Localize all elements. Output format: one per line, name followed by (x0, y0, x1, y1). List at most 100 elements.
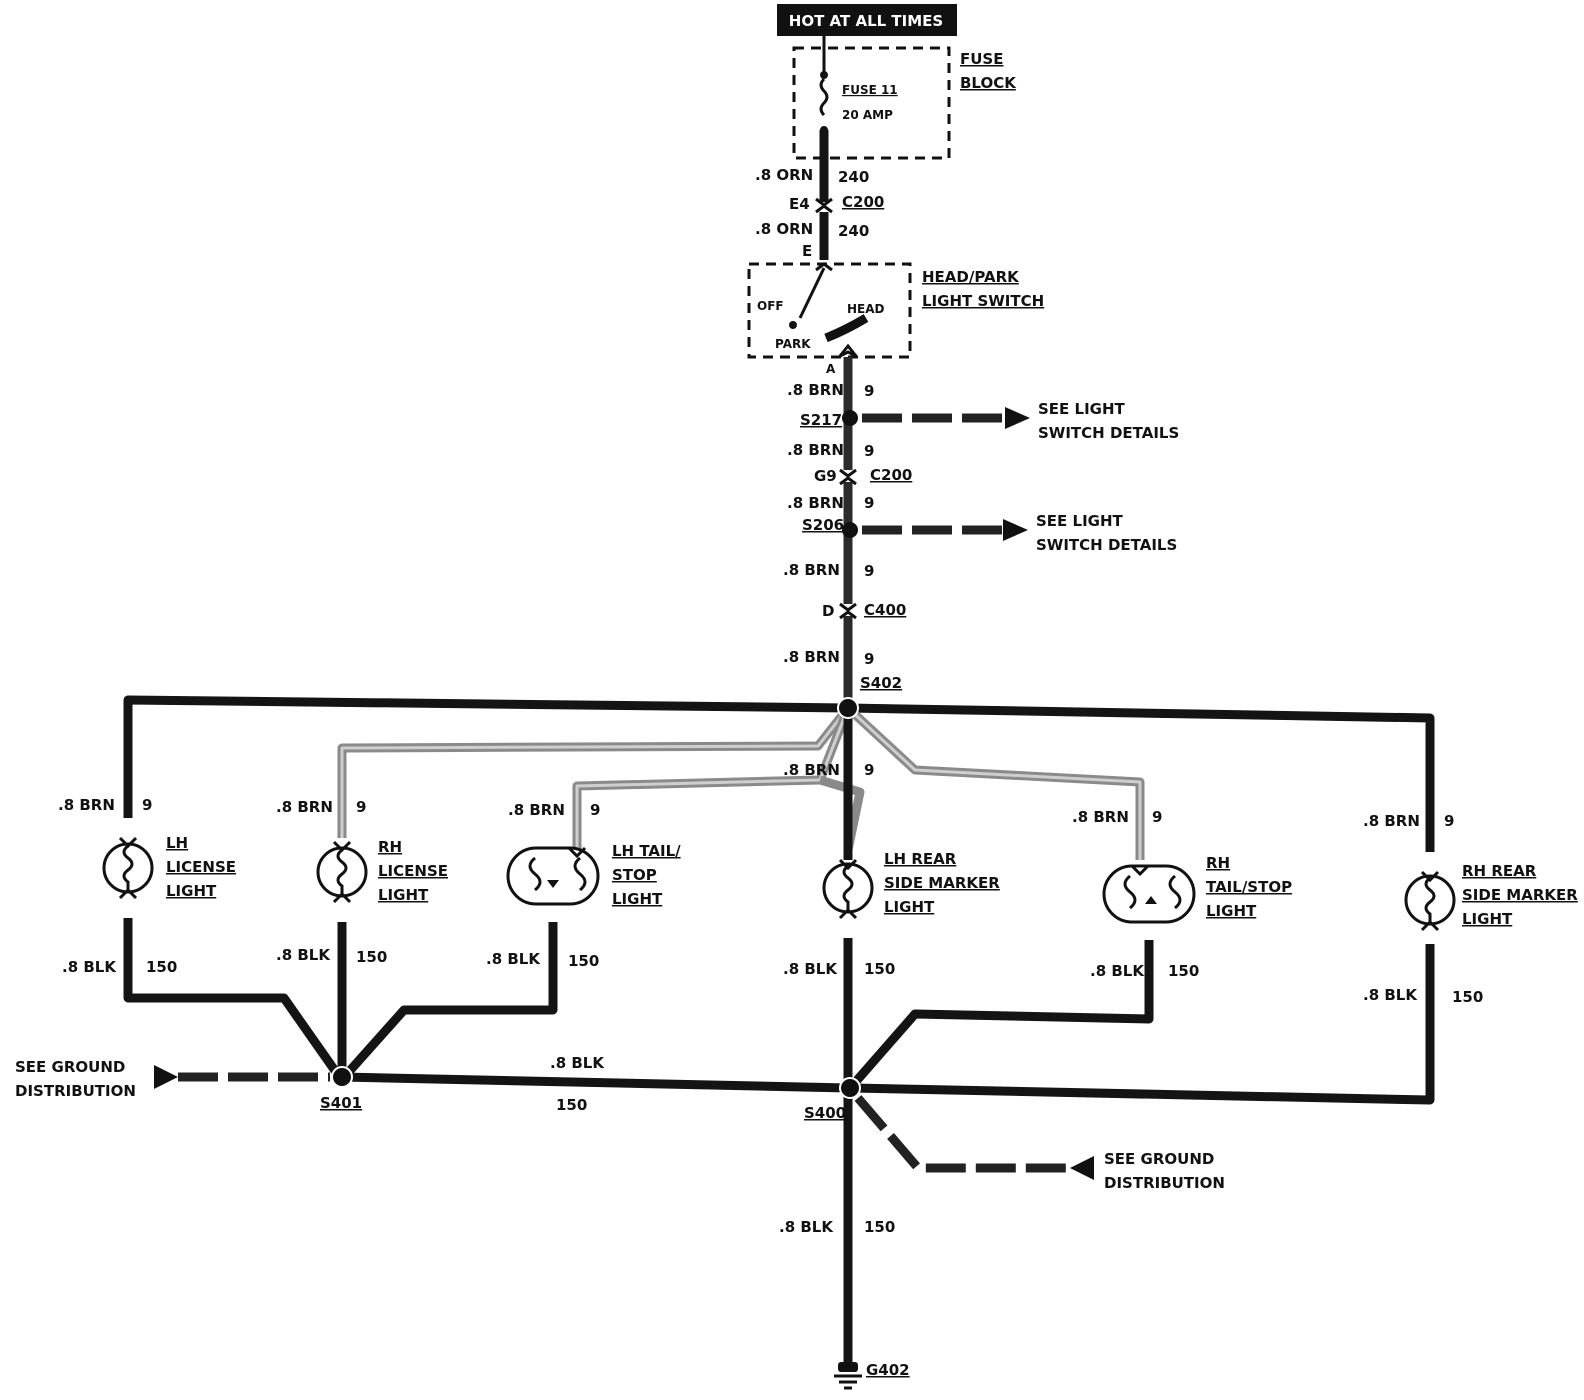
wire-brn-circuit-3: 9 (864, 494, 874, 512)
splice-s402-icon (837, 697, 859, 719)
see-light-1-line1[interactable]: SEE LIGHT (1038, 400, 1126, 418)
switch-terminal-a: A (826, 362, 836, 376)
see-light-2-line1[interactable]: SEE LIGHT (1036, 512, 1124, 530)
see-ground-1-line1[interactable]: SEE GROUND (15, 1058, 125, 1076)
wire-blk-lh-tail (342, 922, 558, 1078)
splice-s206-icon (842, 522, 858, 538)
wire-brn-to-rh-tail (844, 704, 1145, 860)
rh-rear-side-marker-icon (1404, 870, 1456, 932)
rh-license-light-icon (316, 840, 368, 904)
lh-rear-side-marker-icon (822, 858, 874, 920)
splice-s400-label: S400 (804, 1104, 846, 1122)
headlight-switch-outline (747, 262, 912, 359)
switch-blade (798, 267, 826, 319)
wire-brn-size-3: .8 BRN (787, 494, 844, 512)
rh-license-label-1: RH (378, 838, 402, 856)
rh-tail-label-3: LIGHT (1206, 902, 1257, 920)
wire-brn-circuit-center: 9 (864, 761, 874, 779)
lh-marker-blk-size: .8 BLK (783, 960, 838, 978)
c200-label-upper: C200 (842, 193, 884, 211)
rh-tail-stop-light-icon (1102, 864, 1196, 924)
arrow-right-icon (1005, 407, 1030, 429)
switch-pos-park: PARK (775, 337, 811, 351)
connector-c400-icon (839, 602, 857, 620)
rh-license-brn-size: .8 BRN (276, 798, 333, 816)
switch-label-2: LIGHT SWITCH (922, 292, 1044, 310)
fuse-block-label-1: FUSE (960, 50, 1003, 68)
ground-symbol-icon (834, 1362, 862, 1390)
wire-brn-to-lh-marker-branch (818, 775, 865, 851)
wire-brn-size-center: .8 BRN (783, 761, 840, 779)
splice-s400-icon (839, 1077, 861, 1099)
hot-at-all-times-box (777, 4, 957, 36)
splice-s401-label: S401 (320, 1094, 362, 1112)
wire-brn-circuit-4: 9 (864, 562, 874, 580)
lh-tail-label-1: LH TAIL/ (612, 842, 681, 860)
ground-blk-size: .8 BLK (779, 1218, 834, 1236)
rh-license-blk-circuit: 150 (356, 948, 387, 966)
connector-c200-icon (815, 197, 833, 214)
rh-tail-blk-circuit: 150 (1168, 962, 1199, 980)
wire-brn-size-4: .8 BRN (783, 561, 840, 579)
rh-marker-label-2: SIDE MARKER (1462, 886, 1578, 904)
lh-marker-label-2: SIDE MARKER (884, 874, 1000, 892)
rh-tail-label-2: TAIL/STOP (1206, 878, 1292, 896)
ref-line-s400 (854, 1095, 1070, 1173)
lh-tail-label-2: STOP (612, 866, 657, 884)
c200-label-lower: C200 (870, 466, 912, 484)
bus-blk-size: .8 BLK (550, 1054, 605, 1072)
connector-c200-lower-icon (839, 468, 857, 486)
lh-license-light-icon (102, 836, 154, 900)
c200-pin-e4: E4 (789, 195, 810, 213)
arrow-left-icon (154, 1065, 178, 1089)
wire-brn-circuit-5: 9 (864, 650, 874, 668)
lh-tail-blk-size: .8 BLK (486, 950, 541, 968)
switch-terminal-e: E (802, 242, 812, 260)
rh-marker-brn-circuit: 9 (1444, 812, 1454, 830)
rh-license-blk-size: .8 BLK (276, 946, 331, 964)
arrow-right-icon (1003, 519, 1028, 541)
fuse-rating: 20 AMP (842, 108, 893, 122)
see-ground-2-line2[interactable]: DISTRIBUTION (1104, 1174, 1225, 1192)
lh-license-label-3: LIGHT (166, 882, 217, 900)
wire-blk-rh-marker (851, 944, 1435, 1105)
splice-s401-icon (331, 1066, 353, 1088)
c400-pin-d: D (822, 602, 834, 620)
fuse-symbol-icon (819, 77, 829, 117)
rh-tail-brn-circuit: 9 (1152, 808, 1162, 826)
lh-marker-label-3: LIGHT (884, 898, 935, 916)
lh-marker-blk-circuit: 150 (864, 960, 895, 978)
wire-brn-to-lh-license (123, 695, 849, 818)
lh-tail-brn-size: .8 BRN (508, 801, 565, 819)
fuse-block-label-2: BLOCK (960, 74, 1017, 92)
lh-license-brn-size: .8 BRN (58, 796, 115, 814)
wire-orn-circuit-upper: 240 (838, 168, 869, 186)
see-ground-1-line2[interactable]: DISTRIBUTION (15, 1082, 136, 1100)
hot-at-all-times-label: HOT AT ALL TIMES (789, 12, 943, 30)
wire-blk-lh-license (123, 918, 342, 1078)
see-light-2-line2[interactable]: SWITCH DETAILS (1036, 536, 1177, 554)
wire-blk-s401-s400 (341, 1072, 849, 1093)
lh-tail-blk-circuit: 150 (568, 952, 599, 970)
switch-output-arrow-icon (838, 343, 858, 358)
see-light-1-line2[interactable]: SWITCH DETAILS (1038, 424, 1179, 442)
lh-tail-brn-circuit: 9 (590, 801, 600, 819)
wire-brn-size-5: .8 BRN (783, 648, 840, 666)
wire-orn-size-upper: .8 ORN (755, 166, 813, 184)
lh-marker-label-1: LH REAR (884, 850, 957, 868)
splice-s217-icon (842, 410, 858, 426)
lh-tail-stop-light-icon (506, 846, 600, 906)
lh-license-brn-circuit: 9 (142, 796, 152, 814)
ground-blk-circuit: 150 (864, 1218, 895, 1236)
see-ground-2-line1[interactable]: SEE GROUND (1104, 1150, 1214, 1168)
bus-blk-circuit: 150 (556, 1096, 587, 1114)
fuse-name: FUSE 11 (842, 83, 898, 97)
lh-license-blk-size: .8 BLK (62, 958, 117, 976)
switch-label-1: HEAD/PARK (922, 268, 1020, 286)
rh-license-brn-circuit: 9 (356, 798, 366, 816)
fuse-block-outline (792, 46, 951, 160)
switch-pos-head: HEAD (847, 302, 885, 316)
splice-s206-label: S206 (802, 516, 844, 534)
lh-license-label-1: LH (166, 834, 188, 852)
c400-label: C400 (864, 601, 906, 619)
